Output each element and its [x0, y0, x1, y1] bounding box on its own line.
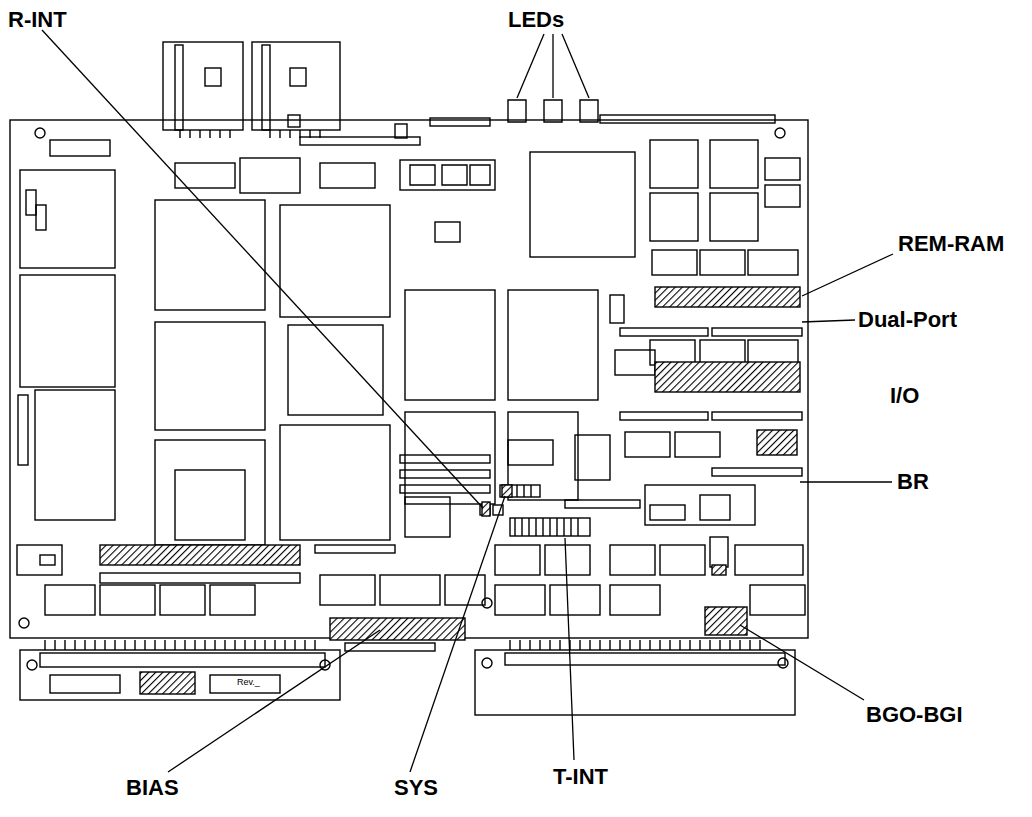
callout-label: T-INT: [553, 765, 608, 789]
callout-label: I/O: [890, 384, 919, 408]
callout-label: R-INT: [8, 8, 67, 32]
callout-label: REM-RAM: [898, 232, 1004, 256]
callout-label: BIAS: [126, 776, 179, 800]
callout-label: LEDs: [508, 8, 564, 32]
callout-label: SYS: [394, 776, 438, 800]
callout-label: Dual-Port: [858, 308, 957, 332]
callout-label: BGO-BGI: [866, 703, 963, 727]
revision-mark: Rev._: [236, 678, 261, 688]
callout-label: BR: [897, 470, 929, 494]
